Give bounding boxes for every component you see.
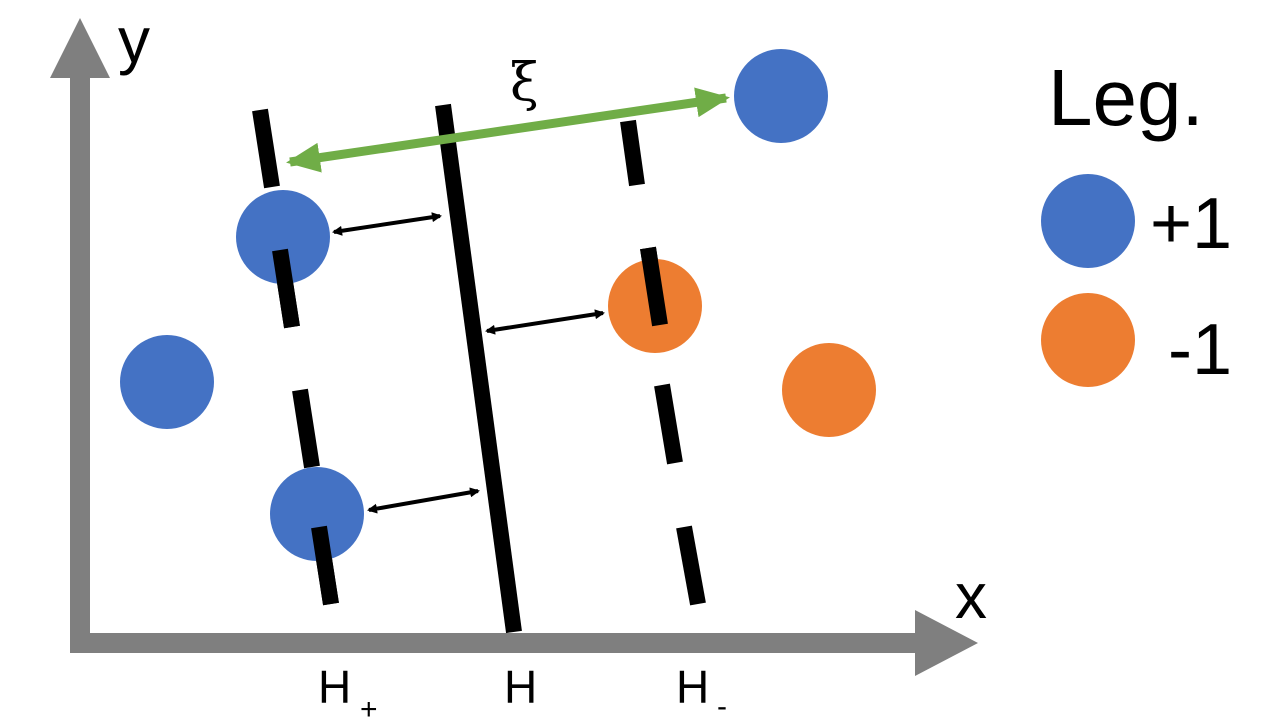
hyperplane-negative-dash: [640, 246, 668, 327]
hyperplane-negative-margin: [620, 119, 706, 606]
x-axis-arrowhead: [915, 610, 978, 676]
legend-swatch-negative: [1041, 293, 1135, 387]
hyperplane-main: [435, 103, 522, 634]
y-axis-arrowhead: [50, 18, 110, 78]
y-axis-label: y: [118, 4, 150, 76]
positive-point: [120, 335, 214, 429]
hyperplane-positive-label: H: [318, 661, 351, 713]
legend-title: Leg.: [1048, 53, 1204, 142]
hyperplane-positive-dash: [311, 525, 339, 606]
hyperplane-negative-dash: [654, 383, 683, 465]
hyperplane-main-label: H: [504, 661, 537, 713]
hyperplane-negative-label: H: [676, 661, 709, 713]
hyperplane-positive-letter: H: [318, 661, 351, 713]
hyperplane-negative-subscript: -: [717, 690, 727, 720]
margin-arrow: [367, 487, 480, 514]
negative-point: [782, 343, 876, 437]
slack-arrow-group: ξ: [286, 53, 730, 173]
slack-arrow: [286, 87, 730, 173]
hyperplane-positive-dash: [292, 388, 320, 469]
positive-point-outlier: [734, 49, 828, 143]
legend-label-negative: -1: [1168, 310, 1232, 390]
hyperplane-negative-letter: H: [676, 661, 709, 713]
legend: Leg. +1 -1: [1041, 53, 1232, 390]
margin-arrows: [332, 212, 605, 514]
margin-arrow: [332, 212, 442, 236]
slack-label: ξ: [510, 53, 539, 113]
hyperplane-negative-dash: [676, 525, 706, 606]
x-axis-label: x: [955, 560, 987, 632]
hyperplane-positive-subscript: +: [360, 693, 378, 720]
positive-point-support-lower: [270, 467, 364, 561]
hyperplane-positive-dash: [252, 108, 280, 189]
margin-dashes-overlay: [272, 246, 668, 606]
legend-swatch-positive: [1041, 174, 1135, 268]
hyperplane-positive-dash: [272, 248, 300, 329]
axes: y x: [50, 4, 987, 676]
legend-label-positive: +1: [1150, 184, 1232, 264]
positive-point-support-upper: [236, 190, 330, 284]
hyperplane-labels: H + H H -: [318, 661, 727, 720]
margin-arrow: [485, 309, 605, 335]
hyperplane-negative-dash: [620, 119, 645, 187]
